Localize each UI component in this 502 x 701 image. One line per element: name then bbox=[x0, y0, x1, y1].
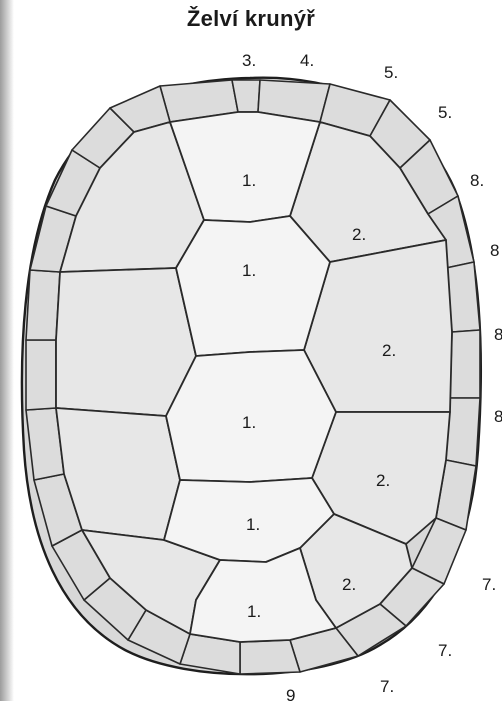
label-bottom-9: 9 bbox=[286, 686, 295, 701]
label-right-8b: 8 bbox=[490, 241, 499, 260]
label-vertebral-3: 1. bbox=[242, 413, 256, 432]
label-costal-4: 2. bbox=[342, 575, 356, 594]
label-costal-2: 2. bbox=[382, 341, 396, 360]
marginal-scute bbox=[450, 330, 480, 398]
label-right-8a: 8. bbox=[470, 171, 484, 190]
label-vertebral-4: 1. bbox=[246, 515, 260, 534]
label-right-7b: 7. bbox=[438, 641, 452, 660]
label-vertebral-2: 1. bbox=[242, 261, 256, 280]
label-vertebral-1: 1. bbox=[242, 171, 256, 190]
marginal-scute bbox=[26, 270, 60, 340]
label-top-4: 4. bbox=[300, 51, 314, 70]
vertebral-scute-2 bbox=[176, 216, 330, 356]
marginal-scute bbox=[446, 398, 480, 466]
label-right-8c: 8 bbox=[494, 325, 502, 344]
marginal-scute bbox=[26, 340, 56, 410]
label-vertebral-5: 1. bbox=[247, 602, 261, 621]
supracaudal-scute bbox=[240, 640, 300, 674]
label-right-7a: 7. bbox=[482, 575, 496, 594]
label-costal-1: 2. bbox=[352, 225, 366, 244]
costal-scute-left-2 bbox=[56, 268, 196, 416]
label-top-3: 3. bbox=[242, 51, 256, 70]
label-costal-3: 2. bbox=[376, 471, 390, 490]
label-right-8d: 8 bbox=[494, 407, 502, 426]
label-top-5a: 5. bbox=[384, 63, 398, 82]
label-top-5b: 5. bbox=[438, 103, 452, 122]
label-right-7c: 7. bbox=[380, 677, 394, 696]
